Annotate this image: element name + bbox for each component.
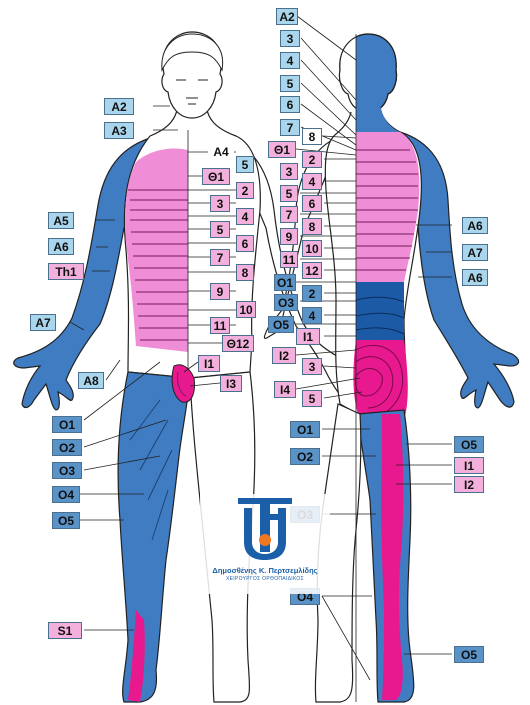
label-fO1: O1 xyxy=(52,416,82,433)
label-bO2: 2 xyxy=(302,285,322,302)
label-b12: 12 xyxy=(302,262,322,279)
label-fO4: O4 xyxy=(52,486,80,503)
front-s1-strip xyxy=(128,610,145,702)
label-f4: 4 xyxy=(236,208,254,225)
label-th1: Th1 xyxy=(48,263,84,280)
logo-name: Δημοσθένης Κ. Περτσεμλίδης xyxy=(212,566,318,575)
label-fO5: O5 xyxy=(52,512,80,529)
label-b5: 5 xyxy=(280,75,300,92)
label-lO2: O2 xyxy=(290,448,320,465)
label-bI1: I1 xyxy=(296,328,320,345)
logo-mark xyxy=(200,494,330,594)
front-right-arm xyxy=(13,137,151,411)
label-fI1: I1 xyxy=(198,355,220,372)
label-bO4: 4 xyxy=(302,307,322,324)
label-fO2: O2 xyxy=(52,439,82,456)
label-f5: 5 xyxy=(236,156,254,173)
label-a2-top: A2 xyxy=(276,8,298,25)
label-b11: 11 xyxy=(280,251,298,268)
label-lI1: I1 xyxy=(454,457,484,474)
label-a7-front: A7 xyxy=(30,314,56,331)
label-f11: 11 xyxy=(210,317,230,334)
label-f8: 8 xyxy=(236,264,254,281)
label-lO5b: O5 xyxy=(454,646,484,663)
label-bI5: 5 xyxy=(302,390,322,407)
label-b6: 6 xyxy=(280,96,300,113)
logo-subtitle: ΧΕΙΡΟΥΡΓΟΣ ΟΡΘΟΠΑΙΔΙΚΟΣ xyxy=(225,576,305,582)
back-lumbar-dermatomes xyxy=(356,282,404,340)
label-f9: 9 xyxy=(210,283,230,300)
label-b2: 2 xyxy=(302,151,322,168)
label-b7: 7 xyxy=(280,119,300,136)
front-thoracic-dermatomes xyxy=(125,148,188,352)
label-b9: 9 xyxy=(280,228,298,245)
label-a4: A4 xyxy=(208,144,234,161)
label-b10: 10 xyxy=(302,240,322,257)
label-a6-back1: A6 xyxy=(462,217,488,234)
label-a3: A3 xyxy=(104,122,134,139)
label-b8: 8 xyxy=(302,128,322,145)
label-bO5: O5 xyxy=(268,316,294,333)
label-f2: 2 xyxy=(236,182,254,199)
label-f5b: 5 xyxy=(210,221,230,238)
label-b3: 3 xyxy=(280,30,300,47)
label-lO1: O1 xyxy=(290,421,320,438)
label-f3: 3 xyxy=(210,195,230,212)
label-a6-front: A6 xyxy=(48,238,74,255)
label-b4: 4 xyxy=(280,52,300,69)
label-a7-back: A7 xyxy=(462,244,488,261)
label-f7: 7 xyxy=(210,249,230,266)
back-right-arm xyxy=(395,131,520,409)
label-b8b: 8 xyxy=(302,218,322,235)
label-f6: 6 xyxy=(236,235,254,252)
label-bT1: Θ1 xyxy=(268,141,296,158)
label-a5: A5 xyxy=(48,212,74,229)
back-right-leg-magenta xyxy=(381,414,404,700)
label-b3b: 3 xyxy=(280,163,298,180)
label-fT12: Θ12 xyxy=(222,335,254,352)
label-fO3: O3 xyxy=(52,462,82,479)
label-bI2: I2 xyxy=(272,347,296,364)
back-thoracic-dermatomes xyxy=(356,132,420,282)
label-b4b: 4 xyxy=(302,173,322,190)
label-b5b: 5 xyxy=(280,185,298,202)
label-bI4: I4 xyxy=(274,381,296,398)
front-right-leg xyxy=(117,371,191,703)
label-a2-front: A2 xyxy=(104,98,134,115)
label-fS1: S1 xyxy=(48,622,82,639)
label-lO5: O5 xyxy=(454,436,484,453)
label-a6-back2: A6 xyxy=(462,269,488,286)
leader-lines xyxy=(69,15,452,681)
label-f10: 10 xyxy=(236,301,256,318)
label-bO3: O3 xyxy=(274,294,298,311)
label-lI2: I2 xyxy=(454,476,484,493)
label-b7b: 7 xyxy=(280,206,298,223)
label-fT1: Θ1 xyxy=(202,168,230,185)
label-b6b: 6 xyxy=(302,195,322,212)
label-a8: A8 xyxy=(78,372,104,389)
label-fI3: I3 xyxy=(220,375,242,392)
label-bO1: O1 xyxy=(274,274,296,291)
label-bI3: 3 xyxy=(302,358,322,375)
